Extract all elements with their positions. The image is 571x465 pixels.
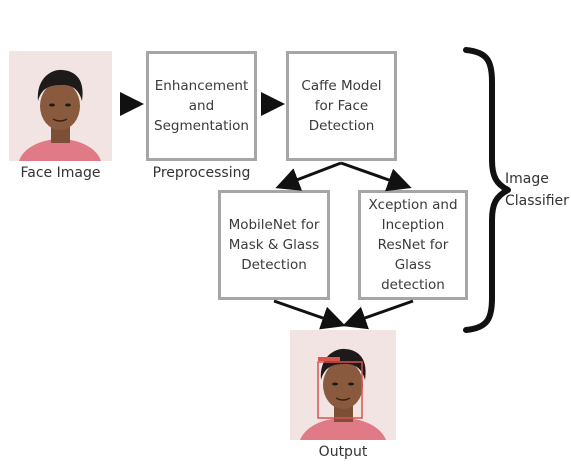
arrow-caffe-to-mobilenet: [275, 161, 342, 191]
face-photo-with-detection-icon: [290, 330, 396, 440]
output-caption: Output: [318, 444, 368, 460]
detection-box: [317, 361, 363, 419]
mobilenet-box: MobileNet for Mask & Glass Detection: [218, 190, 330, 300]
image-classifier-label: Image Classifier: [505, 171, 569, 209]
face-image-caption: Face Image: [20, 165, 101, 181]
input-face-photo: [9, 51, 112, 161]
arrow-mobilenet-to-output: [273, 299, 346, 330]
caffe-model-box: Caffe Model for Face Detection: [286, 51, 397, 161]
arrow-xception-to-output: [342, 299, 414, 330]
face-photo-icon: [9, 51, 112, 161]
preprocessing-label: Preprocessing: [152, 165, 251, 181]
right-curly-brace-icon: [463, 47, 511, 333]
enhancement-segmentation-box: Enhancement and Segmentation: [146, 51, 257, 161]
xception-inception-box: Xception and Inception ResNet for Glass …: [358, 190, 468, 300]
output-face-photo: [290, 330, 396, 440]
arrow-caffe-to-xception: [340, 161, 412, 192]
